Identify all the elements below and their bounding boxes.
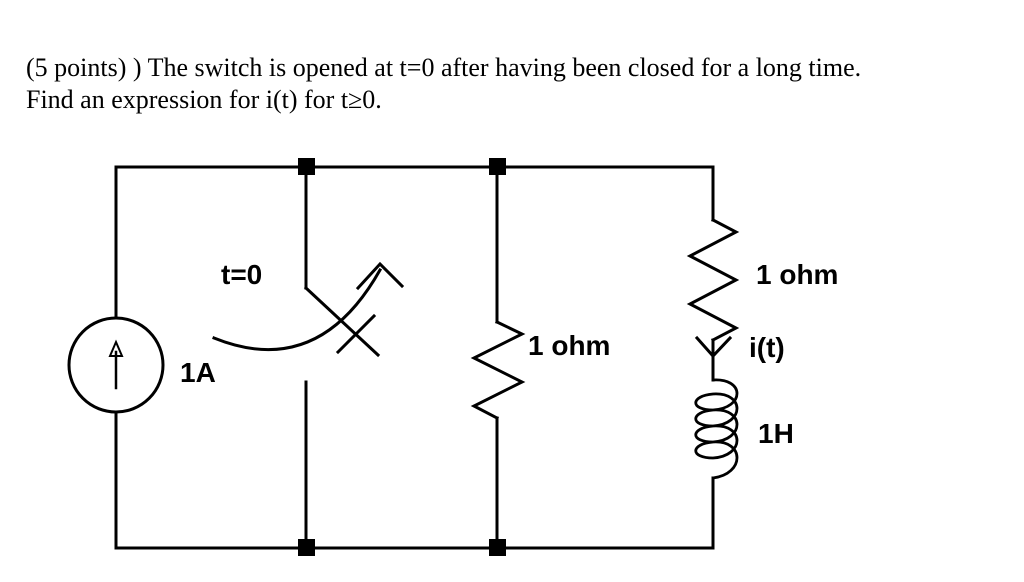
node-top-middle: [489, 158, 506, 175]
source-arrow-icon: [108, 339, 124, 357]
right-resistor: [686, 217, 740, 343]
middle-resistor-label: 1 ohm: [528, 330, 610, 361]
node-bottom-left: [298, 539, 315, 556]
source-label: 1A: [180, 357, 216, 388]
problem-statement: (5 points) ) The switch is opened at t=0…: [26, 52, 1006, 116]
current-source: [67, 316, 165, 414]
switch-motion-arrow: [212, 267, 383, 352]
node-top-left: [298, 158, 315, 175]
right-resistor-label: 1 ohm: [756, 259, 838, 290]
switch-cross-mark: [335, 313, 377, 355]
current-label: i(t): [749, 332, 785, 363]
switch-label: t=0: [221, 259, 262, 290]
switch-arrow-head-icon: [355, 261, 405, 291]
node-bottom-middle: [489, 539, 506, 556]
inductor-coil: [694, 378, 739, 480]
middle-resistor: [470, 319, 526, 421]
problem-line-2: Find an expression for i(t) for t≥0.: [26, 85, 382, 114]
problem-line-1: (5 points) ) The switch is opened at t=0…: [26, 53, 862, 82]
inductor-label: 1H: [758, 418, 794, 449]
